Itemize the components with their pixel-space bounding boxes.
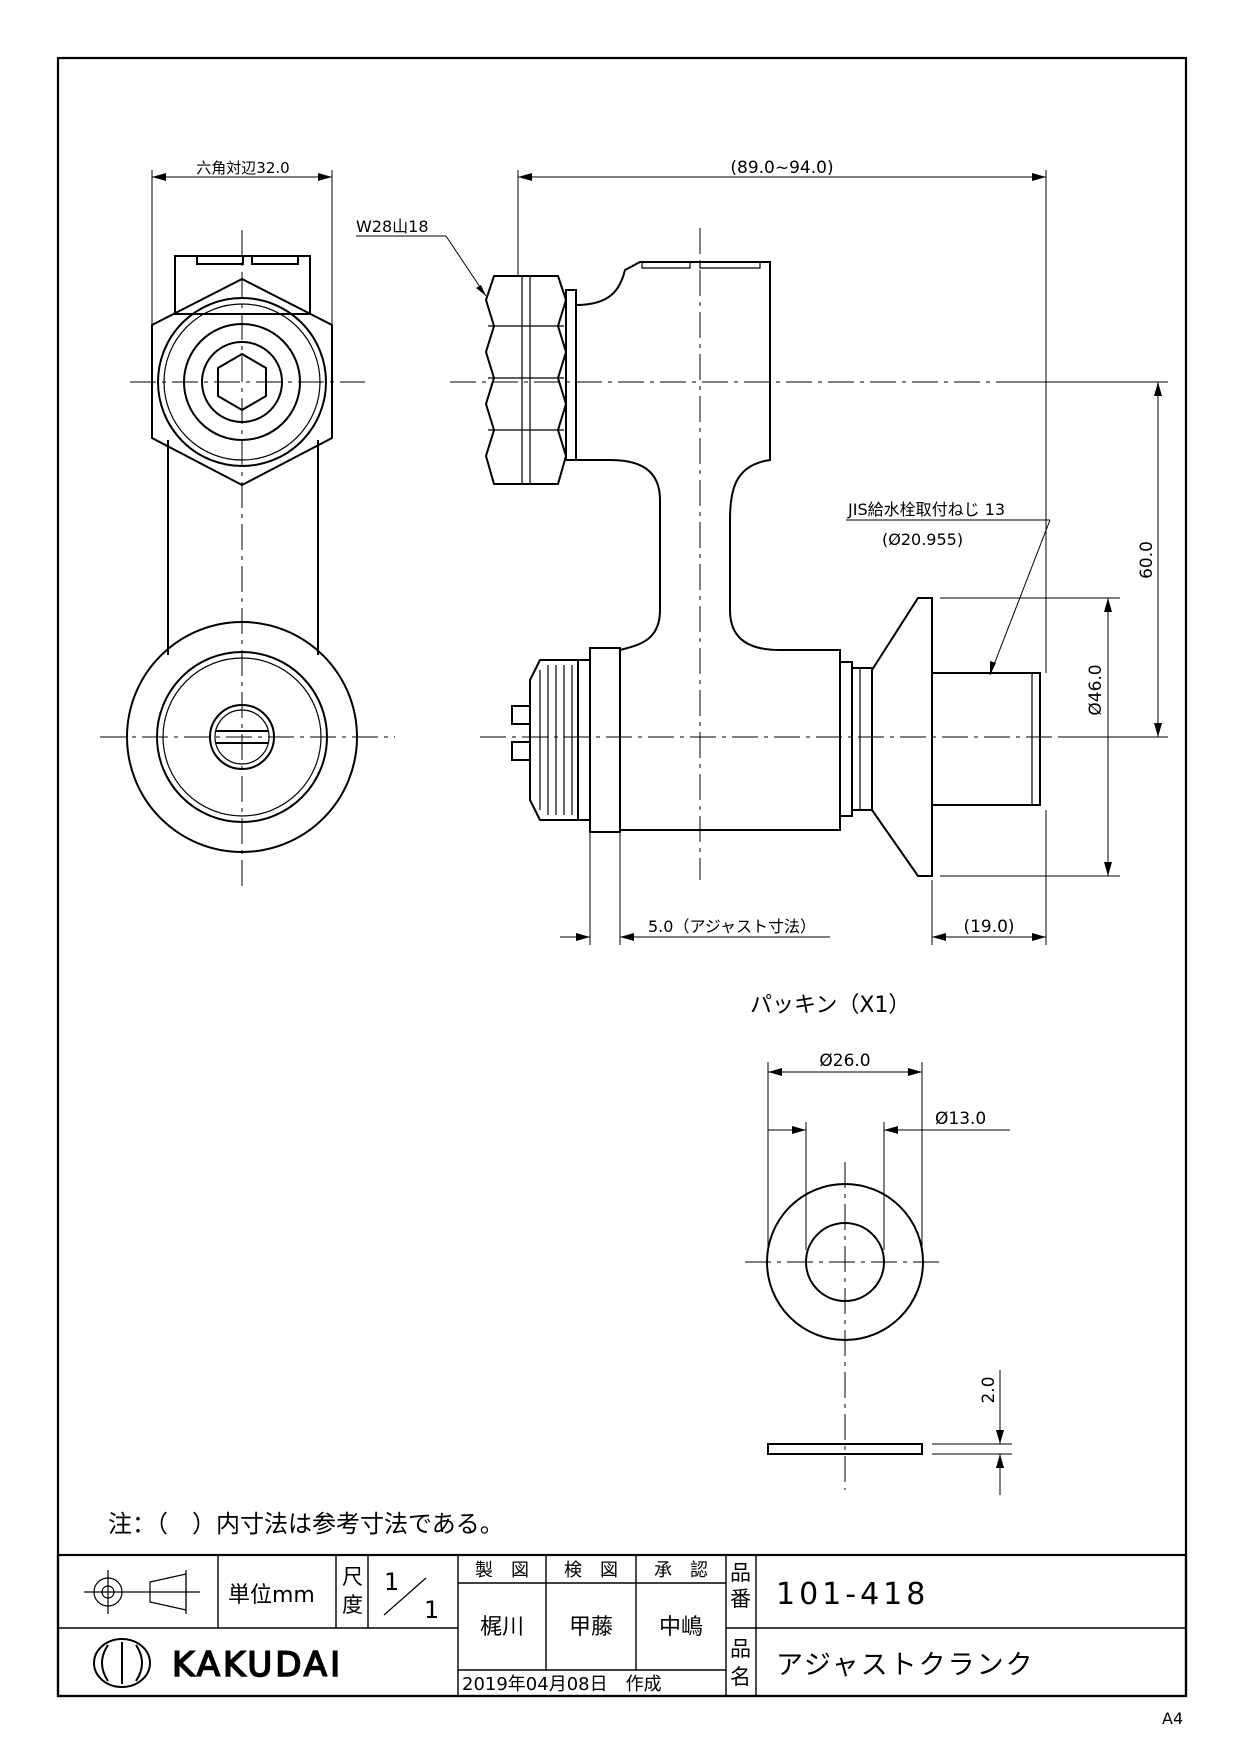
seat-flange <box>871 597 933 877</box>
flange-diameter-label: Ø46.0 <box>1086 664 1106 715</box>
packing-detail: パッキン（X1） Ø26.0 Ø13.0 2.0 <box>745 993 1012 1495</box>
kakudai-logo-icon <box>93 1638 151 1688</box>
packing-side <box>767 1443 923 1455</box>
thread-nut-label: W28山18 <box>356 217 429 236</box>
reference-note: 注：（ ）内寸法は参考寸法である。 <box>108 1510 504 1538</box>
union-nut <box>484 275 568 485</box>
paper-size: A4 <box>1162 1709 1183 1728</box>
title-block: 単位mm 尺 度 1 1 KAKUDAI 製 図 検 図 承 認 梶川 甲藤 中… <box>56 1553 1188 1698</box>
drawing-date: 2019年04月08日 作成 <box>462 1674 662 1695</box>
hex-width-label: 六角対辺32.0 <box>196 159 289 177</box>
brand-logo: KAKUDAI <box>172 1645 343 1685</box>
checked-header: 検 図 <box>564 1560 618 1581</box>
thread-length-label: (19.0) <box>963 917 1014 937</box>
part-name-label-2: 名 <box>730 1665 751 1689</box>
adjust-knob <box>529 659 578 821</box>
packing-title: パッキン（X1） <box>750 993 910 1018</box>
unit-label: 単位mm <box>228 1583 315 1608</box>
side-view: 六角対辺32.0 <box>100 159 395 890</box>
scale-label-1: 尺 <box>342 1565 363 1589</box>
jis-diameter-label: (Ø20.955) <box>882 530 963 549</box>
approved-by: 中嶋 <box>659 1615 703 1640</box>
scale-label-2: 度 <box>342 1593 363 1617</box>
overall-length-label: (89.0~94.0) <box>730 158 833 178</box>
packing-outer-label: Ø26.0 <box>819 1051 870 1071</box>
scale-numerator: 1 <box>384 1568 399 1596</box>
part-name-label-1: 品 <box>730 1637 751 1661</box>
drawn-by: 梶川 <box>480 1615 524 1640</box>
part-name: アジャストクランク <box>776 1650 1035 1681</box>
drawing-frame <box>56 56 1188 1698</box>
checked-by: 甲藤 <box>569 1615 613 1640</box>
adjust-label: 5.0（アジャスト寸法） <box>648 917 816 936</box>
part-no-label-1: 品 <box>730 1561 751 1585</box>
drawn-header: 製 図 <box>475 1560 529 1581</box>
part-no-label-2: 番 <box>730 1587 751 1611</box>
front-view: (89.0~94.0) W28山18 JIS給水栓取付ねじ 13 (Ø20.95… <box>356 158 1168 945</box>
approved-header: 承 認 <box>654 1560 708 1581</box>
height-label: 60.0 <box>1137 541 1157 579</box>
threaded-stub <box>931 672 1041 806</box>
packing-thickness-label: 2.0 <box>979 1376 999 1403</box>
packing-inner-label: Ø13.0 <box>935 1109 986 1129</box>
crank-body <box>575 261 841 831</box>
third-angle-projection-icon <box>84 1570 200 1614</box>
scale-denominator: 1 <box>424 1596 439 1624</box>
part-number: 101-418 <box>776 1577 929 1612</box>
jis-thread-label: JIS給水栓取付ねじ 13 <box>847 500 1005 519</box>
